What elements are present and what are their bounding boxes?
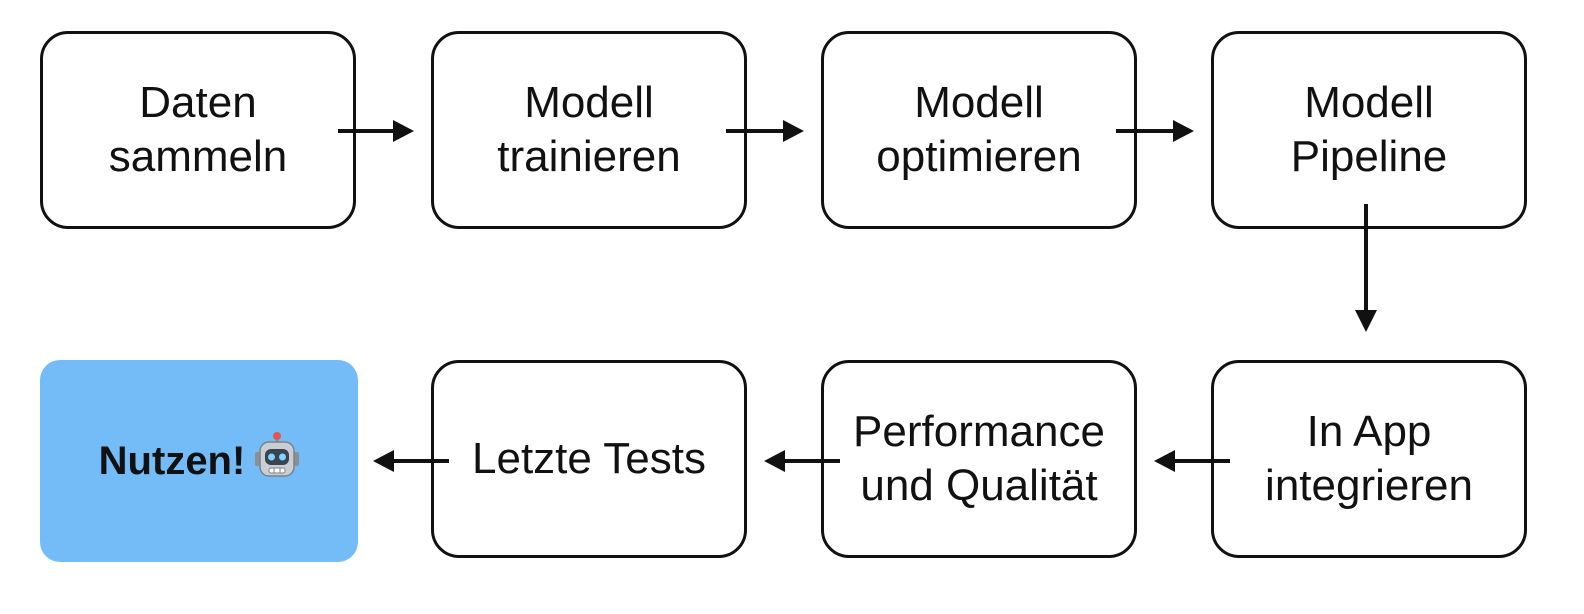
- step-pipeline-box: Modell Pipeline: [1211, 31, 1527, 229]
- step-integrate-label: In App integrieren: [1265, 407, 1473, 510]
- step-performance-label: Performance und Qualität: [853, 407, 1105, 510]
- step-performance-box: Performance und Qualität: [821, 360, 1137, 558]
- step-integrate-box: In App integrieren: [1211, 360, 1527, 558]
- step-train-box: Modell trainieren: [431, 31, 747, 229]
- step-use-label: Nutzen!: [98, 438, 246, 483]
- step-tests-box: Letzte Tests: [431, 360, 747, 558]
- step-collect-box: Daten sammeln: [40, 31, 356, 229]
- step-use-box: Nutzen!: [40, 360, 358, 562]
- step-collect-label: Daten sammeln: [108, 78, 288, 181]
- step-tests-label: Letzte Tests: [472, 434, 706, 483]
- step-use-content: Nutzen!: [99, 432, 300, 490]
- step-train-label: Modell trainieren: [497, 78, 681, 181]
- step-pipeline-label: Modell Pipeline: [1290, 78, 1448, 181]
- step-optimize-label: Modell optimieren: [876, 78, 1082, 181]
- step-optimize-box: Modell optimieren: [821, 31, 1137, 229]
- robot-icon: [255, 432, 300, 490]
